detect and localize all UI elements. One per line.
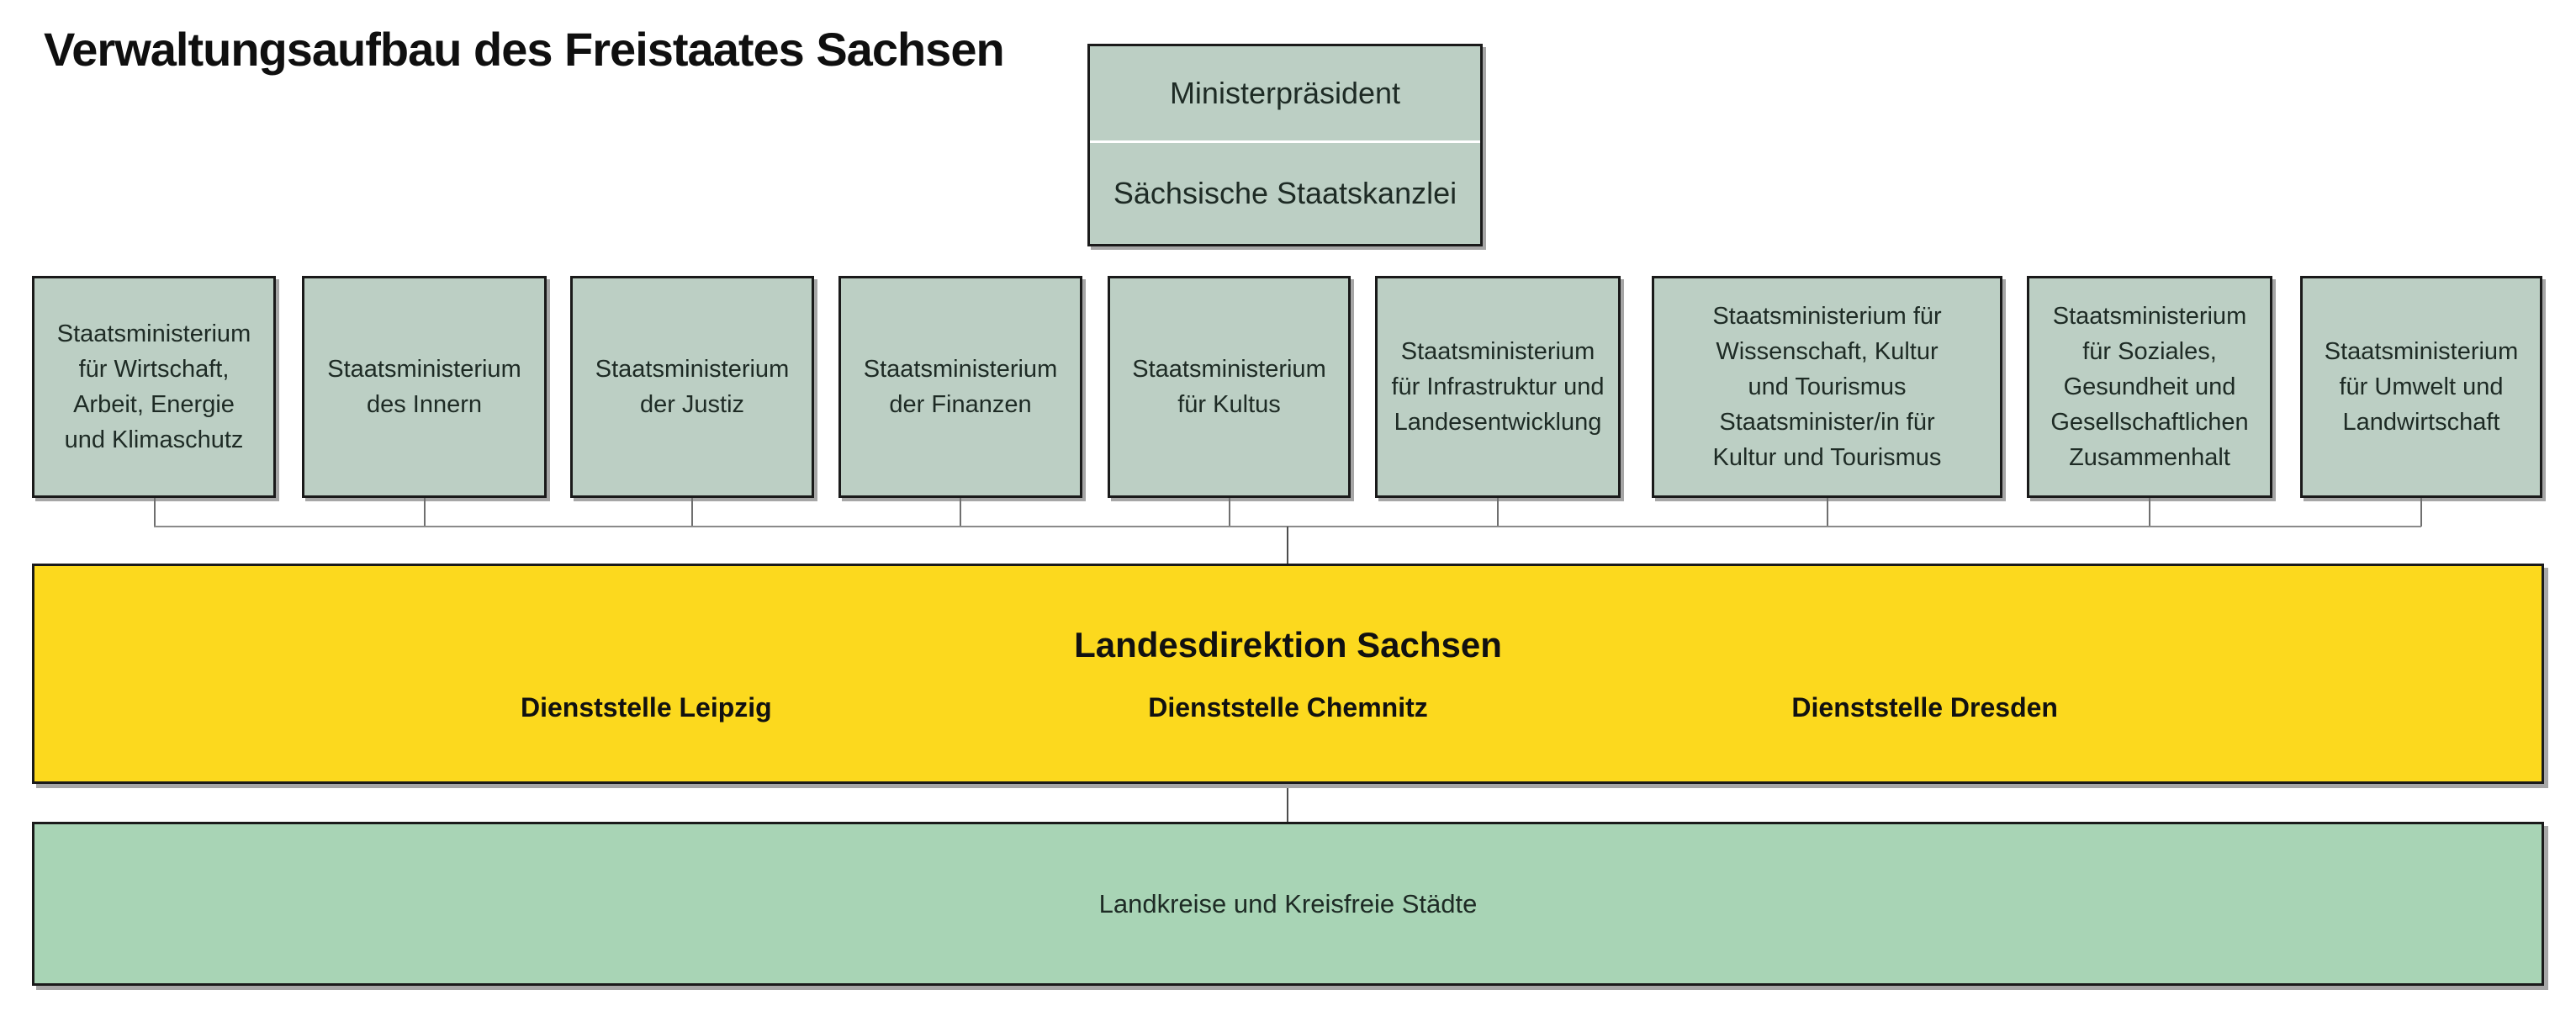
ministry-label: Staatsministerium für Wissenschaft, Kult… [1712,302,1942,472]
ministry-box-kultus: Staatsministerium für Kultus [1108,276,1351,498]
ministry-label: Staatsministerium für Kultus [1132,355,1326,418]
ministry-box-finanzen: Staatsministerium der Finanzen [838,276,1082,498]
head-box-bottom-label: Sächsische Staatskanzlei [1113,176,1457,210]
office-dresden: Dienststelle Dresden [1791,692,2058,723]
page-title: Verwaltungsaufbau des Freistaates Sachse… [44,23,1005,76]
ministry-label: Staatsministerium des Innern [327,355,521,418]
ministry-label: Staatsministerium der Finanzen [863,355,1058,418]
connector-stub [1497,498,1499,527]
connector-stub [1827,498,1828,527]
ministry-label: Staatsministerium für Wirtschaft, Arbeit… [56,320,251,454]
ministry-label: Staatsministerium für Umwelt und Landwir… [2324,337,2519,437]
ministry-box-justiz: Staatsministerium der Justiz [570,276,814,498]
head-box: Ministerpräsident Sächsische Staatskanzl… [1087,44,1483,246]
head-box-top-label: Ministerpräsident [1169,76,1401,110]
connector-stub [960,498,961,527]
office-chemnitz: Dienststelle Chemnitz [1148,692,1428,723]
head-box-divider [1090,140,1480,143]
office-leipzig: Dienststelle Leipzig [520,692,772,723]
connector-stub [424,498,426,527]
ministry-box-soziales: Staatsministerium für Soziales, Gesundhe… [2027,276,2272,498]
ministry-label: Staatsministerium für Soziales, Gesundhe… [2050,302,2249,472]
landkreise-label: Landkreise und Kreisfreie Städte [1098,888,1478,918]
landesdirektion-box: Landesdirektion Sachsen Dienststelle Lei… [32,564,2544,784]
connector-stub [2149,498,2150,527]
ministry-box-innern: Staatsministerium des Innern [302,276,547,498]
connector-stub [691,498,693,527]
ministry-label: Staatsministerium für Infrastruktur und … [1391,337,1605,437]
ministry-box-umwelt: Staatsministerium für Umwelt und Landwir… [2300,276,2542,498]
ministry-label: Staatsministerium der Justiz [595,355,790,418]
ministry-box-wissenschaft-kultur-tourismus: Staatsministerium für Wissenschaft, Kult… [1652,276,2002,498]
landkreise-box: Landkreise und Kreisfreie Städte [32,822,2544,986]
ministry-box-wirtschaft: Staatsministerium für Wirtschaft, Arbeit… [32,276,276,498]
connector-stub [154,498,156,527]
connector-to-landkreise [1287,784,1288,822]
connector-to-landesdirektion [1287,527,1288,564]
connector-stub [2420,498,2422,527]
ministry-box-infrastruktur: Staatsministerium für Infrastruktur und … [1375,276,1621,498]
landesdirektion-title: Landesdirektion Sachsen [1074,625,1502,664]
connector-stub [1229,498,1230,527]
